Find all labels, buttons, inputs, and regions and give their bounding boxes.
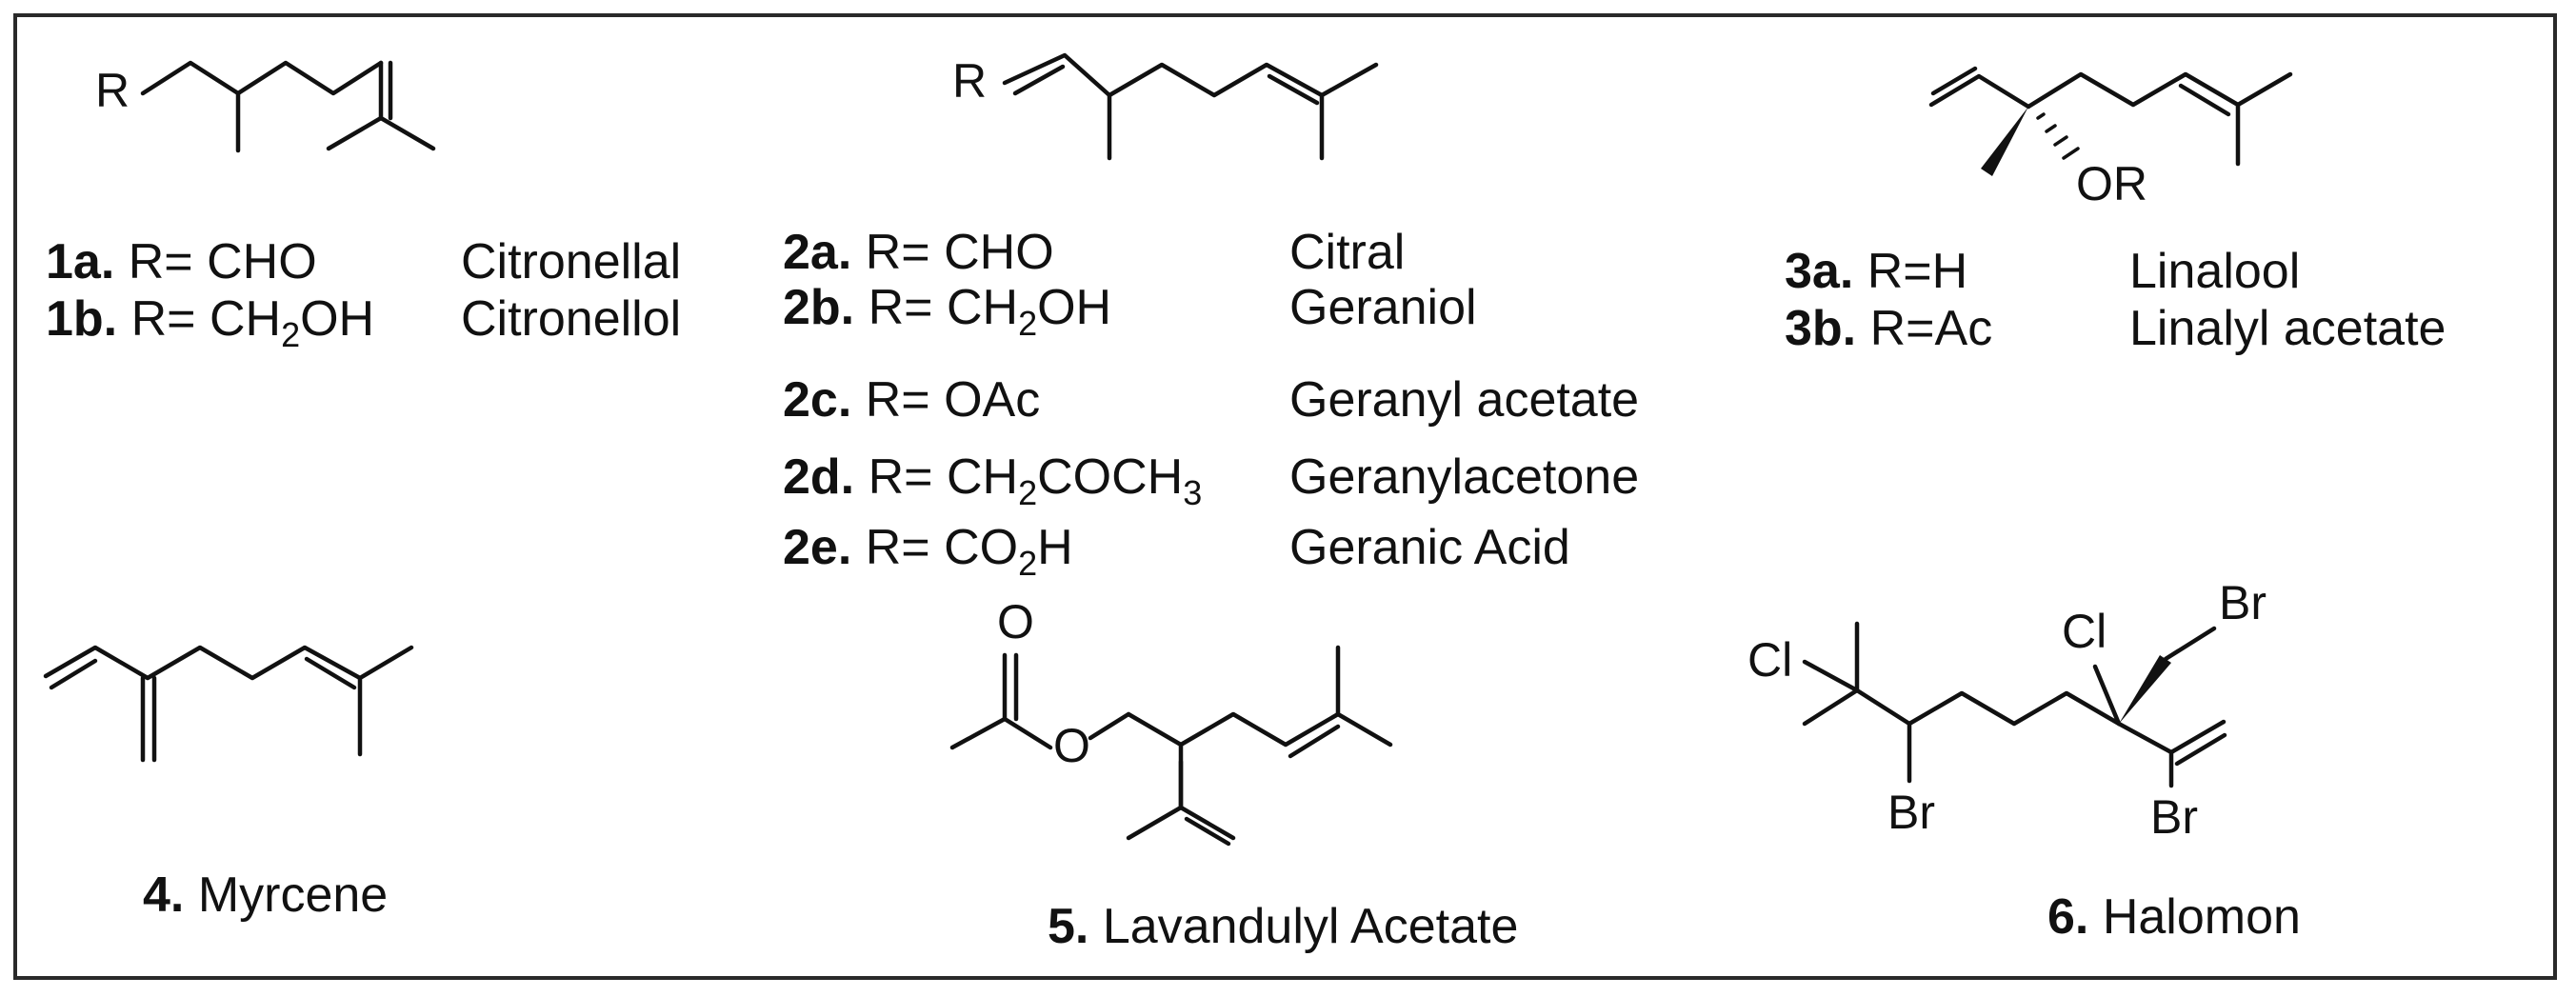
structure-1-methyl-2	[326, 115, 384, 151]
structure-6-c-cl-2	[2092, 664, 2122, 727]
structure-5-isopropenyl	[1126, 805, 1184, 841]
structure-5-ester-o: O	[1053, 719, 1090, 772]
structure-5-isopropylidene	[1335, 645, 1393, 748]
structure-5-o-ch2	[1088, 711, 1131, 741]
structure-5-chain	[1126, 711, 1341, 748]
structure-2-double-bond-1	[1012, 64, 1066, 96]
structure-2-skeleton	[1002, 52, 1379, 98]
structure-3-vinyl-double	[1930, 66, 1978, 96]
structure-5-acetyl-methyl	[949, 716, 1008, 750]
structure-3-wedge-bond	[1981, 107, 2028, 176]
structure-6-vinyl	[2116, 721, 2174, 755]
structure-6-vinyl-double	[2174, 732, 2227, 767]
structure-1: R	[95, 60, 436, 153]
structure-6-cl-1: Cl	[1747, 633, 1792, 687]
label-6: 6. Halomon	[2047, 889, 2301, 945]
structure-6-c-cl	[1802, 659, 1860, 693]
structure-3-double-bond	[2178, 83, 2231, 117]
structure-5: O O	[949, 595, 1393, 847]
structure-3-hash-bond	[2036, 112, 2080, 160]
structure-3-or-atom: OR	[2076, 157, 2147, 210]
figure-frame	[13, 13, 2557, 980]
structure-2-r-atom: R	[952, 54, 987, 108]
structure-5-carbonyl-o: O	[997, 595, 1034, 648]
structure-5-double-bond	[1288, 724, 1341, 759]
structure-1-r-atom: R	[95, 64, 130, 117]
structure-3-chain	[2026, 71, 2293, 110]
structure-3-vinyl	[1928, 73, 2031, 110]
structure-5-isopropenyl-double	[1184, 816, 1231, 847]
structure-6-vinyl-ch2	[2168, 719, 2227, 755]
structure-1-skeleton	[140, 60, 384, 96]
structure-6-wedge-bond	[2119, 655, 2171, 724]
label-5: 5. Lavandulyl Acetate	[1048, 899, 1518, 954]
structure-6-cl-2: Cl	[2062, 605, 2107, 658]
structure-6-ch2br	[2163, 626, 2217, 662]
structure-6-chain	[1854, 688, 2122, 727]
structure-6-br-1: Br	[1887, 786, 1935, 839]
structure-4-double-bond-2	[304, 656, 357, 690]
structure-5-isopropenyl-ch2	[1178, 805, 1236, 841]
structure-6-br-2: Br	[2219, 576, 2266, 629]
structure-4-double-bond-1	[49, 658, 98, 690]
structure-6-methyl-left	[1802, 688, 1860, 727]
structure-2-double-bond-2	[1267, 73, 1320, 106]
structure-4-skeleton	[43, 645, 414, 681]
structure-4	[43, 645, 414, 763]
structure-6-br-3: Br	[2150, 790, 2198, 844]
structure-3: OR	[1928, 66, 2293, 210]
structure-2: R	[952, 52, 1379, 161]
structure-5-ester-bond	[1002, 716, 1053, 750]
label-4: 4. Myrcene	[143, 867, 388, 923]
structure-6: Cl Cl Br Br Br	[1747, 576, 2266, 844]
